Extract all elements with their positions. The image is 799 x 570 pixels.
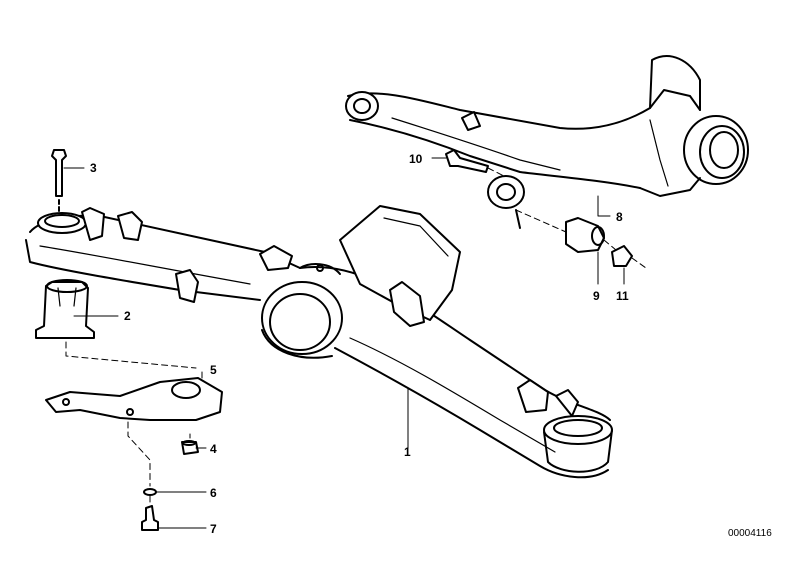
document-number: 00004116 xyxy=(728,528,772,539)
nut-11 xyxy=(611,245,633,267)
callout-10: 10 xyxy=(409,152,423,166)
callout-6: 6 xyxy=(210,486,217,500)
axle-carrier xyxy=(25,205,613,479)
bolt-3 xyxy=(51,149,67,215)
callout-3: 3 xyxy=(90,161,97,175)
bushing-9 xyxy=(565,217,605,253)
trailing-arm xyxy=(345,55,749,229)
nut-4 xyxy=(181,440,199,455)
bracket-5 xyxy=(45,377,223,421)
callout-4: 4 xyxy=(210,442,217,456)
callout-2: 2 xyxy=(124,309,131,323)
bolt-7 xyxy=(141,505,159,531)
callout-9: 9 xyxy=(593,289,600,303)
leader-lines xyxy=(63,157,647,529)
callout-8: 8 xyxy=(616,210,623,224)
callout-5: 5 xyxy=(210,363,217,377)
callout-1: 1 xyxy=(404,445,411,459)
callout-11: 11 xyxy=(616,289,629,303)
bolt-10 xyxy=(445,149,489,173)
rubber-mount xyxy=(35,279,95,339)
washer-6 xyxy=(143,488,157,496)
callout-7: 7 xyxy=(210,522,217,536)
